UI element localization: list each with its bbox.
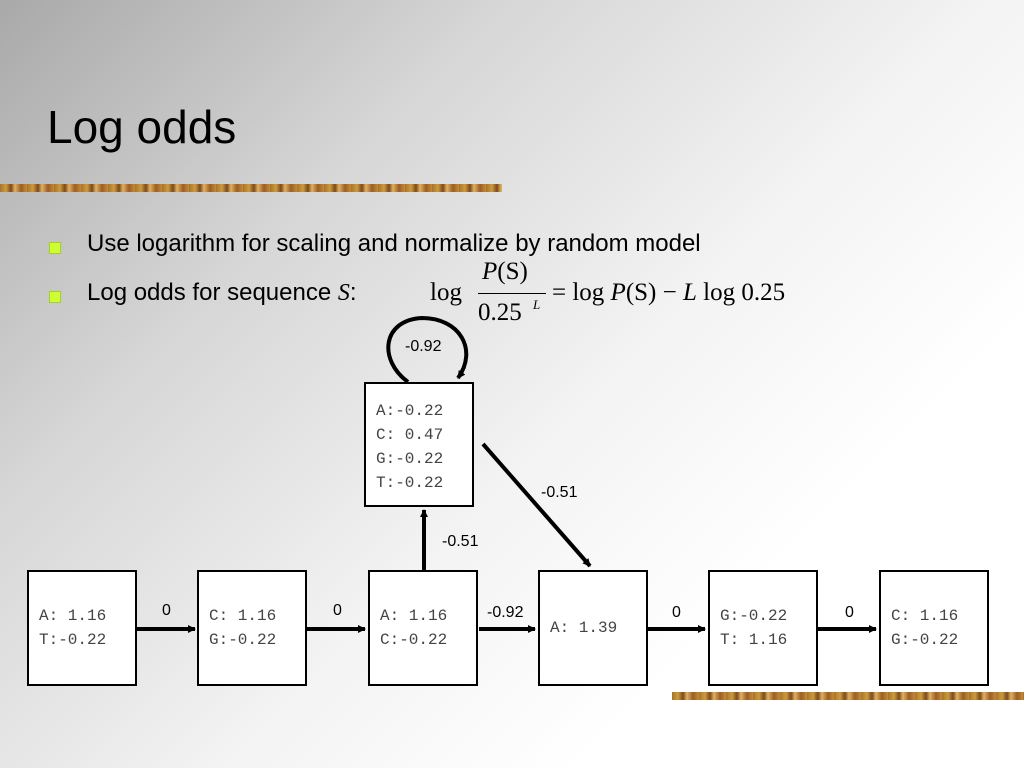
emission-c: C: 1.16	[209, 607, 277, 625]
emission-g: G:-0.22	[376, 450, 444, 468]
emission-c: C:-0.22	[380, 631, 448, 649]
bullet-text: Use logarithm for scaling and normalize …	[87, 230, 701, 257]
bullet-item-scaling: Use logarithm for scaling and normalize …	[47, 232, 701, 256]
formula-p: P	[482, 258, 498, 285]
formula-rhs-p: P	[610, 279, 626, 306]
label-m3-to-insert: -0.51	[442, 533, 479, 550]
insert-state-box: A:-0.22 C: 0.47 G:-0.22 T:-0.22	[364, 382, 474, 507]
match-state-4: A: 1.39	[538, 570, 648, 686]
emission-t: T: 1.16	[720, 631, 788, 649]
formula-rhs-tail: log 0.25	[696, 279, 786, 306]
label-m2-to-m3: 0	[333, 602, 342, 619]
emission-a: A: 1.39	[550, 619, 618, 637]
bullet-text-part: Log odds for sequence	[87, 279, 338, 306]
sequence-colon: :	[349, 279, 357, 306]
match-state-3: A: 1.16 C:-0.22	[368, 570, 478, 686]
emission-t: T:-0.22	[376, 474, 444, 492]
emission-g: G:-0.22	[720, 607, 788, 625]
arrow-insert-to-m4	[481, 442, 592, 568]
formula-exponent: L	[533, 297, 541, 312]
emission-g: G:-0.22	[209, 631, 277, 649]
emission-a: A:-0.22	[376, 402, 444, 420]
match-state-1: A: 1.16 T:-0.22	[27, 570, 137, 686]
label-m5-to-m6: 0	[845, 604, 854, 621]
match-state-5: G:-0.22 T: 1.16	[708, 570, 818, 686]
formula-log: log	[430, 279, 462, 306]
formula-rhs-l: L	[682, 279, 697, 306]
formula-rhs-log: = log	[552, 279, 611, 306]
bullet-square-icon	[49, 242, 61, 254]
formula-denominator: 0.25	[478, 299, 522, 326]
self-loop-arrow	[386, 315, 469, 384]
formula-rhs-args: (S) −	[625, 279, 683, 306]
match-state-2: C: 1.16 G:-0.22	[197, 570, 307, 686]
match-state-6: C: 1.16 G:-0.22	[879, 570, 989, 686]
label-m1-to-m2: 0	[162, 602, 171, 619]
label-m3-to-m4: -0.92	[487, 604, 524, 621]
fraction-bar	[478, 293, 546, 294]
footer-divider	[672, 692, 1024, 700]
slide-title: Log odds	[47, 101, 237, 153]
emission-g: G:-0.22	[891, 631, 959, 649]
log-odds-formula: log P(S) 0.25 L = log P(S) − L log 0.25	[430, 258, 850, 330]
bullet-square-icon	[49, 291, 61, 303]
title-divider	[0, 184, 502, 192]
emission-a: A: 1.16	[39, 607, 107, 625]
emission-t: T:-0.22	[39, 631, 107, 649]
bullet-text: Log odds for sequence S:	[87, 279, 357, 306]
formula-args: (S)	[497, 258, 528, 285]
formula-numerator: P(S)	[482, 258, 528, 286]
label-insert-self-loop: -0.92	[405, 338, 442, 355]
emission-c: C: 1.16	[891, 607, 959, 625]
label-m4-to-m5: 0	[672, 604, 681, 621]
label-insert-to-m4: -0.51	[541, 484, 578, 501]
sequence-variable: S	[337, 280, 350, 306]
bullet-item-log-odds: Log odds for sequence S:	[47, 281, 887, 305]
emission-a: A: 1.16	[380, 607, 448, 625]
formula-rhs: = log P(S) − L log 0.25	[552, 279, 785, 307]
emission-c: C: 0.47	[376, 426, 444, 444]
